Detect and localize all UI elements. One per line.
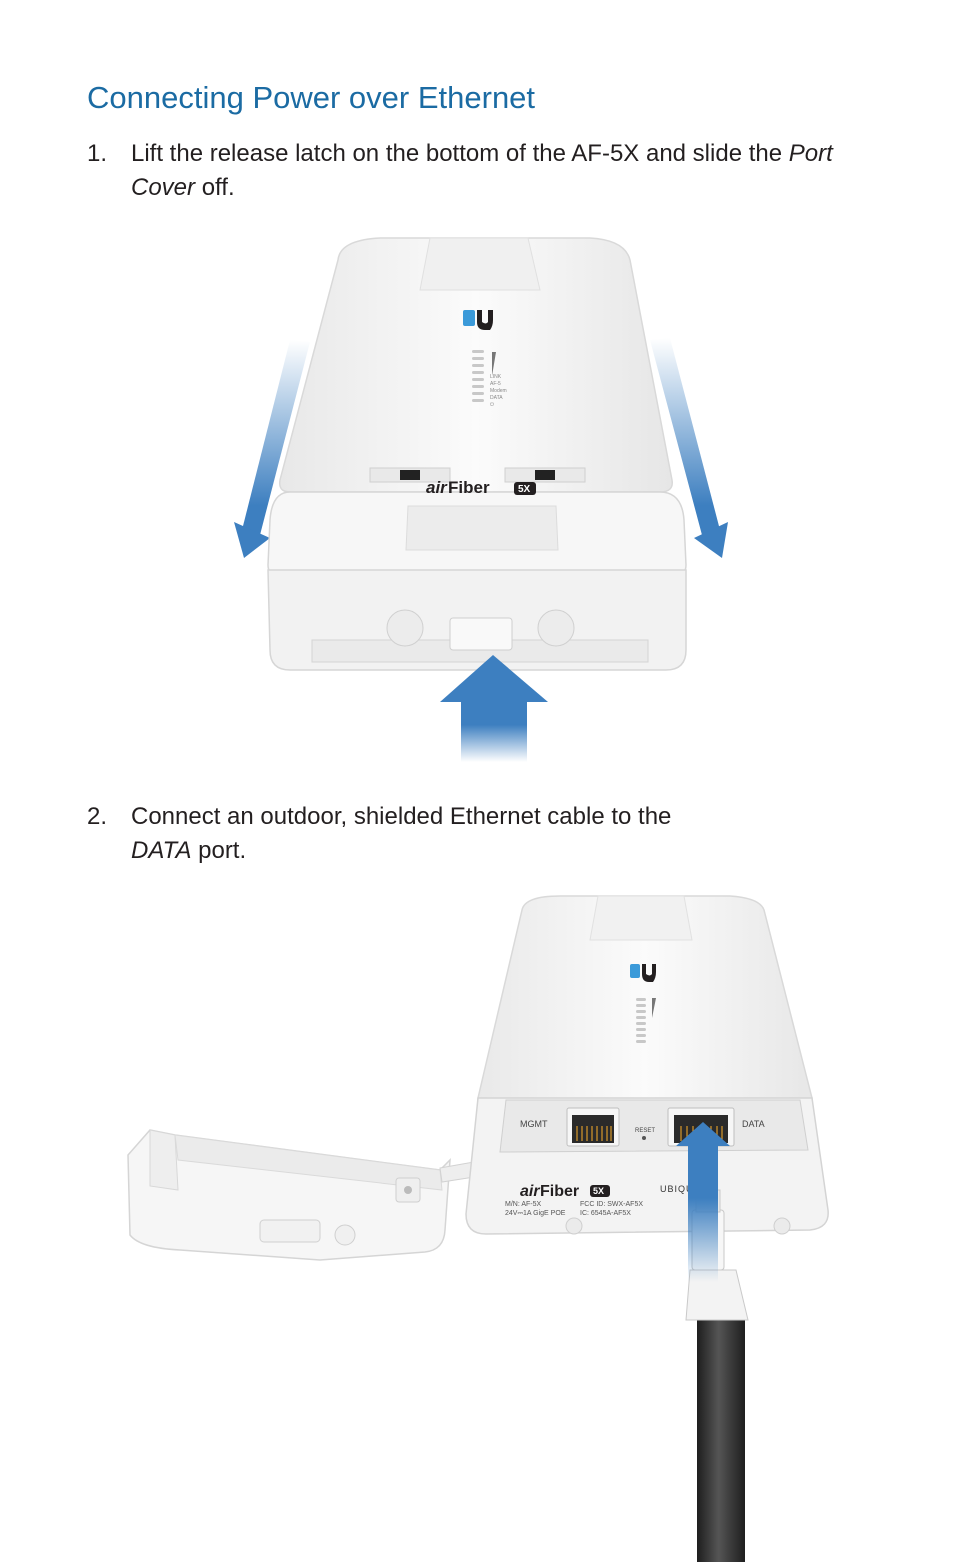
port-cover: air Fiber 5X [267,478,687,671]
label-fcc: FCC ID: SWX-AF5X [580,1201,643,1208]
device-body: MGMT RESET DATA air Fiber 5X UBIQUITI M/… [465,895,829,1235]
step-text: Lift the release latch on the bottom of … [131,140,833,201]
led-label: LINK [490,374,502,380]
brand-fiber: Fiber [540,1183,579,1200]
step-text: Connect an outdoor, shielded Ethernet ca… [131,803,672,864]
device-body: LINK AF-5 Modem DATA ⏻ [278,237,673,493]
port-label-data: DATA [742,1119,765,1129]
label-ic: IC: 6545A-AF5X [580,1210,631,1217]
down-arrow-left-icon [234,340,310,558]
vendor-name: UBIQUITI [660,1184,707,1194]
led-label: DATA [490,395,503,401]
illustration-connect-cable: MGMT RESET DATA air Fiber 5X UBIQUITI M/… [127,895,829,1562]
model-badge: 5X [593,1186,604,1196]
led-label: AF-5 [490,381,501,387]
cable-arrow-icon [676,1122,730,1282]
port-label-mgmt: MGMT [520,1119,548,1129]
brand-air: air [520,1183,540,1200]
led-label: ⏻ [490,402,494,408]
brand-air: air [426,478,448,497]
led-label: Modem [490,388,507,394]
section-heading: Connecting Power over Ethernet [87,80,536,115]
ubiquiti-logo-icon [630,964,656,982]
port-label-reset: RESET [635,1128,655,1134]
step-number: 1. [87,140,108,167]
led-indicators [636,998,656,1043]
ubiquiti-logo-icon [463,310,493,330]
up-arrow-icon [440,655,548,762]
led-indicators: LINK AF-5 Modem DATA ⏻ [472,350,507,408]
label-power: 24V⎓1A GigE POE [505,1210,566,1217]
label-model-number: M/N: AF-5X [505,1201,542,1208]
model-badge: 5X [518,484,531,495]
brand-fiber: Fiber [448,478,490,497]
emphasis-port-cover: Port Cover [131,140,833,201]
illustration-remove-port-cover: LINK AF-5 Modem DATA ⏻ air Fiber [234,237,728,762]
step-number: 2. [87,803,108,830]
down-arrow-right-icon [650,338,728,558]
emphasis-data: DATA [131,837,192,864]
